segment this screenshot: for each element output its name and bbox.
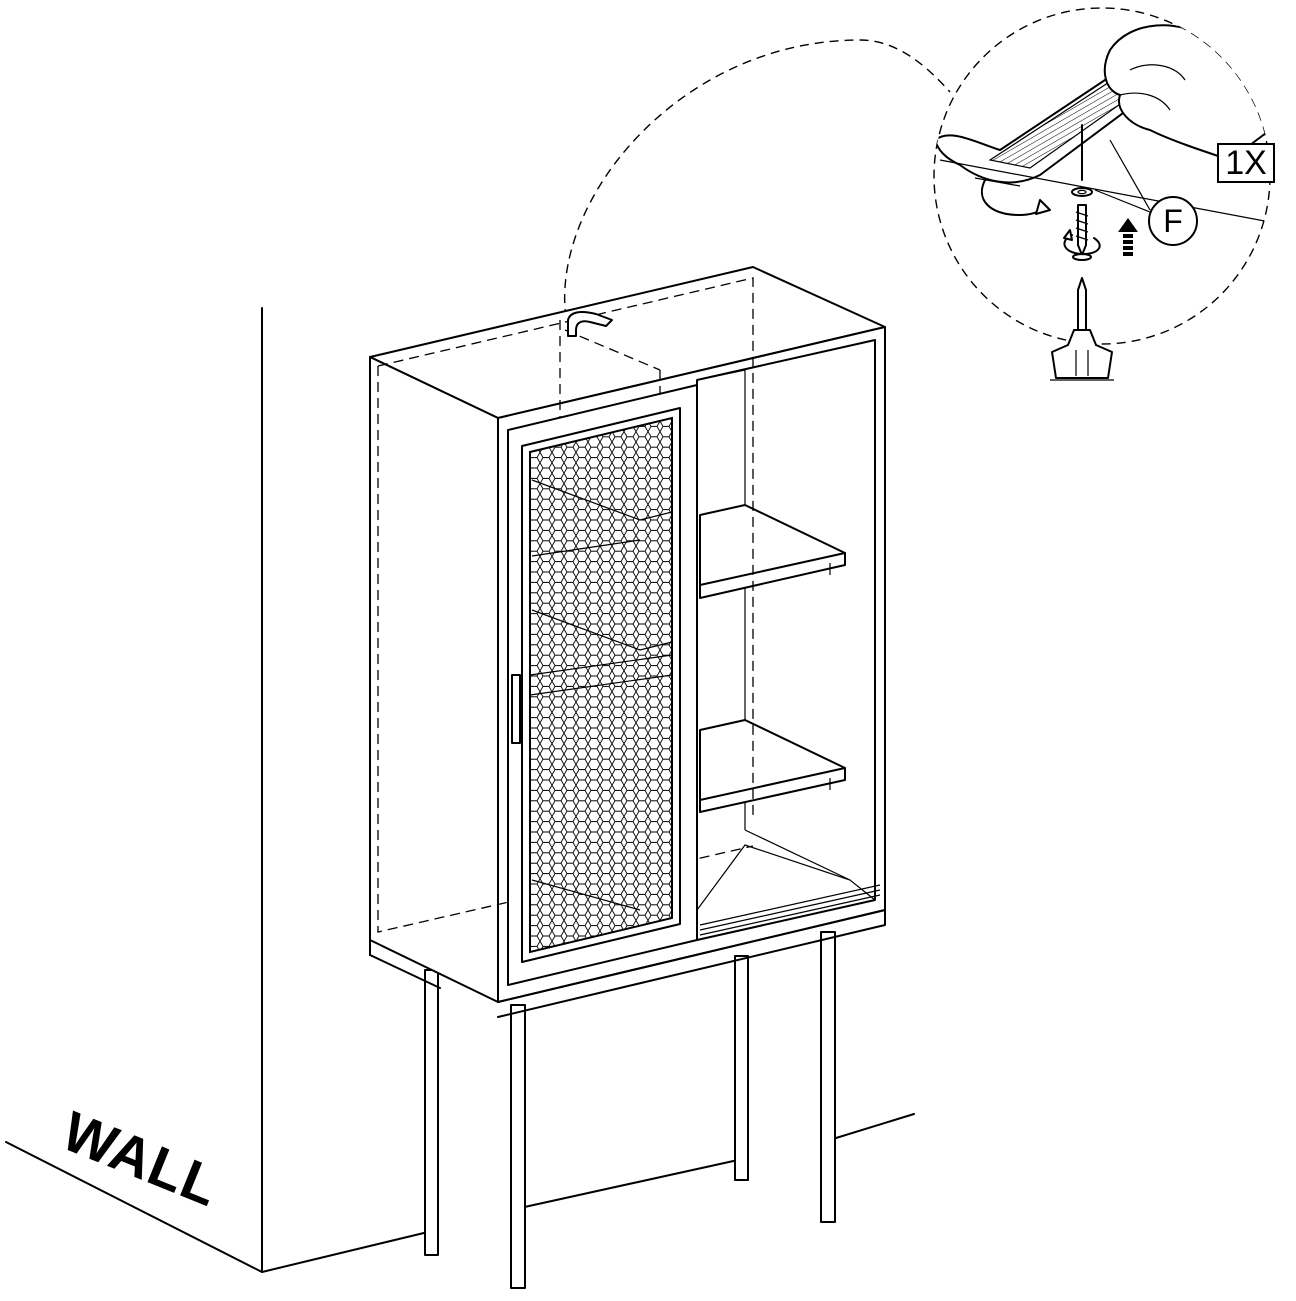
screwdriver-icon xyxy=(1050,277,1114,381)
cabinet-legs xyxy=(424,931,836,1289)
anti-tip-strap-icon xyxy=(567,311,613,337)
wall-outline xyxy=(5,307,915,1273)
rotate-arrow-icon xyxy=(1063,234,1101,256)
zoom-guide-line xyxy=(564,39,951,319)
screw-icon xyxy=(1071,124,1093,261)
hand-icon xyxy=(1103,24,1270,161)
quantity-label: 1X xyxy=(1217,143,1275,183)
up-arrow-icon xyxy=(1118,218,1138,256)
cabinet-illustration xyxy=(369,266,886,1018)
part-label: F xyxy=(1148,196,1198,246)
